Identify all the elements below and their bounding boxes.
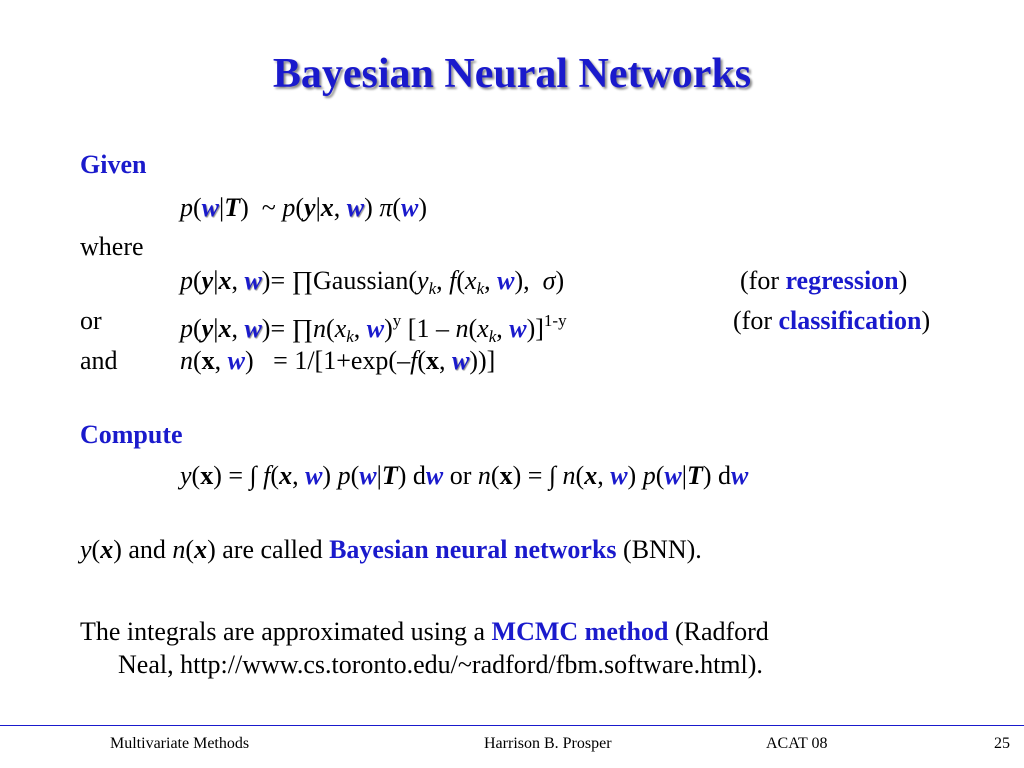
integrals-text-2: (Radford [668,617,769,646]
bnn-sentence: y(x) and n(x) are called Bayesian neural… [80,535,702,564]
integrals-line-1: The integrals are approximated using a M… [80,617,769,647]
footer-rule [0,725,1024,726]
posterior-equation: p(w|T) ~ p(y|x, w) π(w) [180,193,428,222]
gaussian-word: Gaussian [313,266,409,295]
bnn-term: Bayesian neural networks [329,535,617,564]
compute-heading: Compute [80,420,183,449]
network-function: n(x, w) = 1/[1+exp(–f(x, w))] [180,346,496,375]
classification-term: classification [778,306,922,335]
classification-likelihood: p(y|x, w)= ∏n(xk, w)y [1 – n(xk, w)]1-y [180,311,567,346]
classification-note: (for classification) [733,306,931,335]
and-label: and [80,346,118,375]
footer-event: ACAT 08 [766,735,828,752]
bnn-sentence-mid: are called [215,535,330,564]
footer-page-number: 25 [994,735,1010,752]
regression-note: (for regression) [740,266,908,295]
footer-author: Harrison B. Prosper [484,735,612,752]
mcmc-term: MCMC method [491,617,669,646]
integrals-text-1: The integrals are approximated using a [80,617,492,646]
integrals-line-2: Neal, http://www.cs.toronto.edu/~radford… [118,650,763,679]
compute-equation: y(x) = ∫ f(x, w) p(w|T) dw or n(x) = ∫ n… [180,461,749,490]
or-label: or [80,306,102,335]
regression-likelihood: p(y|x, w)= ∏Gaussian(yk, f(xk, w), σ) [180,266,565,298]
given-heading: Given [80,150,147,179]
slide-title: Bayesian Neural Networks [272,51,752,97]
bnn-abbrev: (BNN). [616,535,702,564]
footer-course: Multivariate Methods [110,735,250,752]
where-label: where [80,232,144,261]
regression-term: regression [785,266,899,295]
regression-prefix: (for [740,266,786,295]
classification-prefix: (for [733,306,779,335]
